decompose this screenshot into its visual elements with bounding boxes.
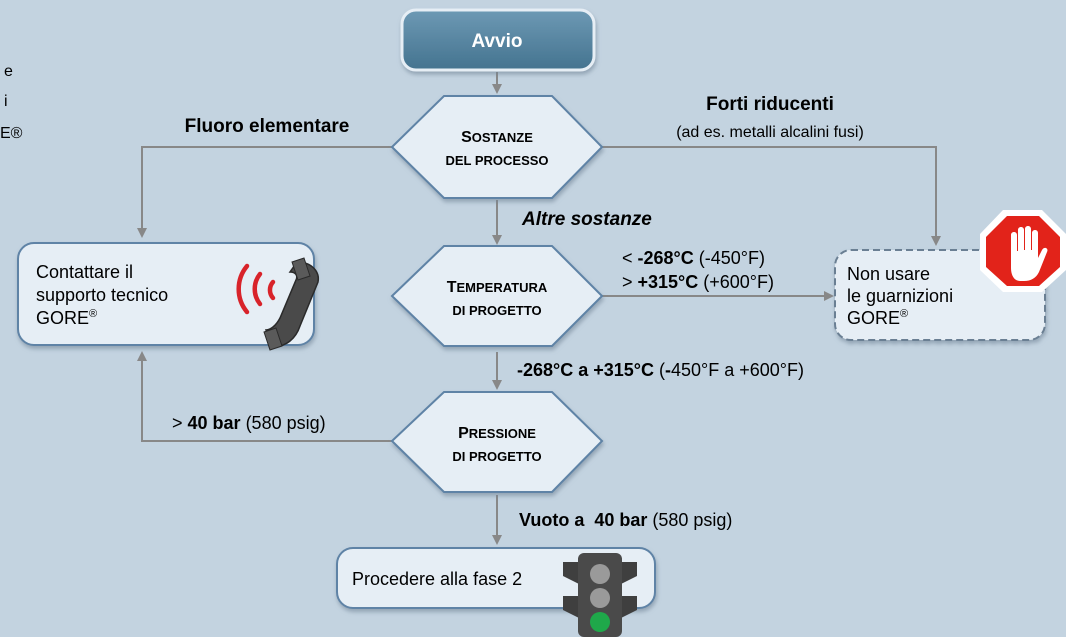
process-rest: OSTANZE <box>472 130 533 145</box>
temp-high-prefix: > <box>622 272 638 292</box>
cut-text-3: E® <box>0 125 23 142</box>
label-temp-high: > +315°C (+600°F) <box>622 272 774 292</box>
traffic-light-icon <box>563 553 637 637</box>
temp-low-bold: -268°C <box>638 248 694 268</box>
temperature-rest: EMPERATURA <box>457 280 548 295</box>
contact-line3: GORE® <box>36 308 97 328</box>
no-use-line2: le guarnizioni <box>847 286 953 306</box>
temp-low-paren: (-450°F) <box>694 248 765 268</box>
pressure-line2: DI PROGETTO <box>452 449 541 464</box>
temperature-line2: DI PROGETTO <box>452 303 541 318</box>
press-high-bold: 40 bar <box>188 413 241 433</box>
pressure-line1: PRESSIONE <box>458 425 536 442</box>
label-reducers-note: (ad es. metalli alcalini fusi) <box>676 124 864 141</box>
label-other-substances: Altre sostanze <box>521 209 652 230</box>
label-temp-low: < -268°C (-450°F) <box>622 248 765 268</box>
label-temp-range: -268°C a +315°C (-450°F a +600°F) <box>517 360 804 380</box>
start-node: Avvio <box>400 8 596 72</box>
no-use-line1: Non usare <box>847 264 930 284</box>
press-ok-rest: (580 psig) <box>647 510 732 530</box>
temperature-line1: TEMPERATURA <box>447 279 548 296</box>
decision-design-pressure: PRESSIONE DI PROGETTO <box>390 391 604 493</box>
no-use-gore: GORE <box>847 308 900 328</box>
arrow-fluorine <box>137 146 392 238</box>
connectors <box>137 72 941 545</box>
label-pressure-high: > 40 bar (580 psig) <box>172 413 326 433</box>
cut-text-1: e <box>4 63 13 80</box>
press-high-rest: (580 psig) <box>241 413 326 433</box>
contact-reg-mark: ® <box>89 308 97 320</box>
process-line2: DEL PROCESSO <box>445 153 548 168</box>
temp-range-paren-open: ( <box>654 360 665 380</box>
contact-line2: supporto tecnico <box>36 285 168 305</box>
contact-gore: GORE <box>36 308 89 328</box>
temp-high-bold: +315°C <box>638 272 699 292</box>
label-strong-reducers: Forti riducenti <box>706 94 834 115</box>
arrow-reducers <box>602 146 941 246</box>
pressure-initial: P <box>458 425 469 442</box>
temp-range-bold: -268°C a +315°C <box>517 360 654 380</box>
contact-line1: Contattare il <box>36 262 133 282</box>
temp-range-minus: - <box>665 360 671 380</box>
left-cut-text: e i E® <box>0 63 23 142</box>
cut-text-2: i <box>4 93 8 110</box>
phone-ringing-icon <box>236 257 320 351</box>
decision-process-substances: SOSTANZE DEL PROCESSO <box>390 95 604 199</box>
temp-low-prefix: < <box>622 248 638 268</box>
temperature-initial: T <box>447 279 457 296</box>
label-pressure-ok: Vuoto a 40 bar (580 psig) <box>519 510 732 530</box>
contact-support-node: Contattare il supporto tecnico GORE® <box>17 242 320 351</box>
no-use-line3: GORE® <box>847 308 908 328</box>
pressure-rest: RESSIONE <box>469 426 537 441</box>
proceed-label: Procedere alla fase 2 <box>352 569 522 589</box>
label-fluorine: Fluoro elementare <box>185 116 350 137</box>
stop-hand-icon <box>980 210 1066 292</box>
press-high-prefix: > <box>172 413 188 433</box>
press-ok-bold: Vuoto a 40 bar <box>519 510 647 530</box>
no-use-reg-mark: ® <box>900 308 908 320</box>
start-label: Avvio <box>471 31 522 52</box>
temp-high-paren: (+600°F) <box>698 272 774 292</box>
temp-range-rest: 450°F a +600°F) <box>671 360 804 380</box>
arrow-pressure-high <box>137 351 392 442</box>
process-initial: S <box>461 129 472 146</box>
decision-design-temperature: TEMPERATURA DI PROGETTO <box>390 245 604 347</box>
process-line1: SOSTANZE <box>461 129 533 146</box>
